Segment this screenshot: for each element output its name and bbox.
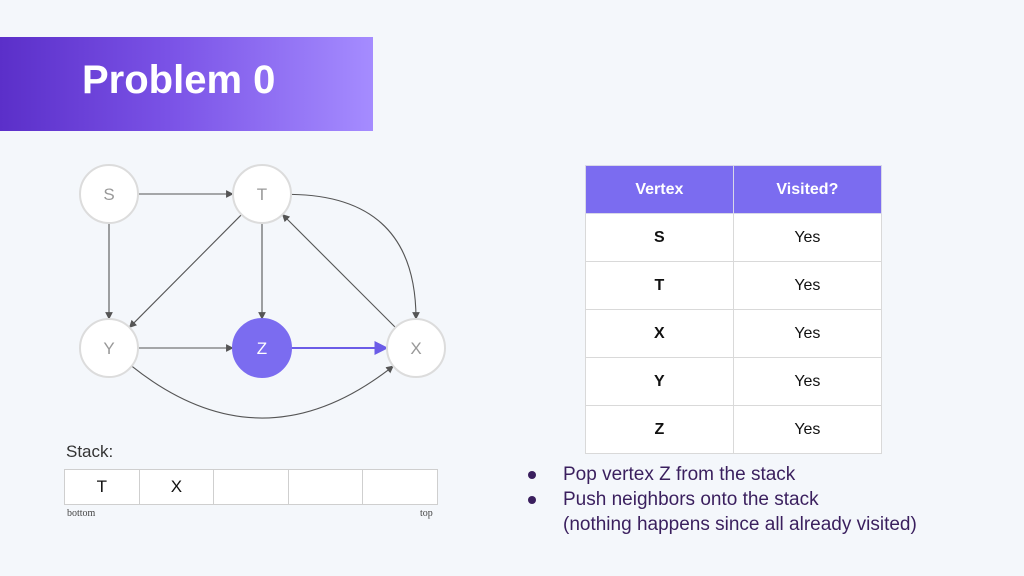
vertex-label: Z bbox=[257, 339, 267, 358]
edge-t-y bbox=[128, 214, 242, 328]
bullet-item: Pop vertex Z from the stack bbox=[528, 462, 917, 487]
bullet-text: Push neighbors onto the stack bbox=[563, 489, 819, 510]
vertex-cell: T bbox=[585, 261, 734, 310]
page-title: Problem 0 bbox=[82, 58, 276, 102]
table-row: Y Yes bbox=[585, 357, 883, 406]
visited-cell: Yes bbox=[732, 309, 883, 358]
vertex-t: T bbox=[232, 164, 292, 224]
vertex-label: S bbox=[103, 185, 114, 204]
stack-label: Stack: bbox=[66, 442, 114, 461]
title-banner bbox=[0, 37, 373, 131]
vertex-label: Y bbox=[103, 339, 114, 358]
vertex-label: T bbox=[257, 185, 267, 204]
table-row: Z Yes bbox=[585, 405, 883, 454]
table-header-row: Vertex Visited? bbox=[585, 165, 883, 214]
vertex-s: S bbox=[79, 164, 139, 224]
bullet-dot bbox=[528, 496, 536, 504]
visited-table: Vertex Visited? S Yes T Yes X Yes Y Yes … bbox=[585, 165, 883, 454]
stack-cell bbox=[214, 470, 289, 504]
bullet-text: (nothing happens since all already visit… bbox=[563, 514, 917, 535]
table-row: T Yes bbox=[585, 261, 883, 310]
vertex-cell: Y bbox=[585, 357, 734, 406]
table-row: S Yes bbox=[585, 213, 883, 262]
visited-cell: Yes bbox=[732, 213, 883, 262]
bullet-text: Pop vertex Z from the stack bbox=[563, 464, 796, 485]
visited-cell: Yes bbox=[732, 357, 883, 406]
column-header-vertex: Vertex bbox=[585, 165, 734, 214]
edge-x-t bbox=[281, 213, 396, 328]
edge-y-x bbox=[131, 365, 394, 419]
column-header-visited: Visited? bbox=[732, 165, 883, 214]
vertex-circle bbox=[79, 164, 139, 224]
visited-cell: Yes bbox=[732, 405, 883, 454]
vertex-x: X bbox=[386, 318, 446, 378]
vertex-cell: X bbox=[585, 309, 734, 358]
graph-diagram: S T Y Z X bbox=[79, 164, 446, 419]
stack-cell: X bbox=[140, 470, 215, 504]
stack-box: T X bbox=[64, 469, 438, 505]
stack-cell bbox=[289, 470, 364, 504]
vertex-label: X bbox=[410, 339, 421, 358]
vertex-cell: Z bbox=[585, 405, 734, 454]
stack-top-label: top bbox=[420, 508, 433, 519]
stack-cell bbox=[363, 470, 437, 504]
vertex-circle bbox=[79, 318, 139, 378]
vertex-circle bbox=[386, 318, 446, 378]
stack-cell: T bbox=[65, 470, 140, 504]
vertex-circle bbox=[232, 318, 292, 378]
edge-t-x bbox=[290, 193, 420, 320]
vertex-cell: S bbox=[585, 213, 734, 262]
visited-cell: Yes bbox=[732, 261, 883, 310]
vertex-circle bbox=[232, 164, 292, 224]
vertex-z: Z bbox=[232, 318, 292, 378]
bullet-item: Push neighbors onto the stack (nothing h… bbox=[528, 487, 917, 537]
bullet-list: Pop vertex Z from the stack Push neighbo… bbox=[528, 462, 917, 537]
stack-bottom-label: bottom bbox=[67, 508, 96, 519]
table-row: X Yes bbox=[585, 309, 883, 358]
bullet-dot bbox=[528, 471, 536, 479]
vertex-y: Y bbox=[79, 318, 139, 378]
